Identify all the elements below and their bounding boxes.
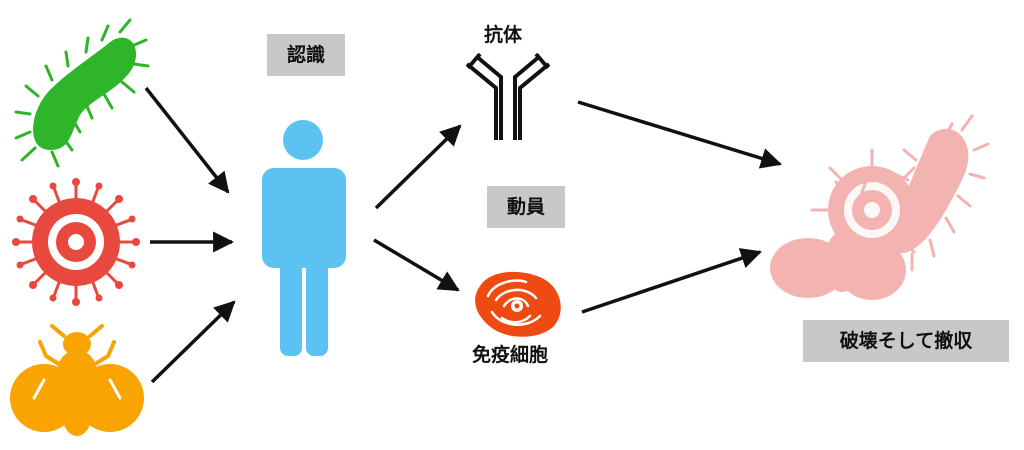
bacterium-icon: [14, 18, 150, 168]
antibody-icon: [465, 52, 551, 140]
label-antibody: 抗体: [484, 24, 523, 46]
label-mobilization: 動員: [487, 186, 565, 228]
label-immune-cell: 免疫細胞: [472, 344, 549, 366]
arrow-human-to-immune-cell: [373, 238, 460, 292]
arrow-antibody-to-destroyed: [577, 100, 783, 169]
destroyed-pathogens-icon: [770, 114, 990, 300]
arrow-human-to-antibody: [374, 124, 462, 210]
immune-cell-icon: [475, 271, 561, 337]
human-icon: [262, 120, 346, 356]
arrow-bacterium-to-human: [144, 86, 230, 194]
arrow-fly-to-human: [150, 300, 236, 384]
label-recognition: 認識: [267, 34, 345, 76]
label-destroy-and-withdraw: 破壊そして撤収: [803, 320, 1009, 362]
virus-icon: [12, 178, 140, 306]
arrow-immune-cell-to-destroyed: [581, 248, 762, 314]
fly-icon: [10, 324, 144, 436]
arrows: [144, 86, 783, 384]
